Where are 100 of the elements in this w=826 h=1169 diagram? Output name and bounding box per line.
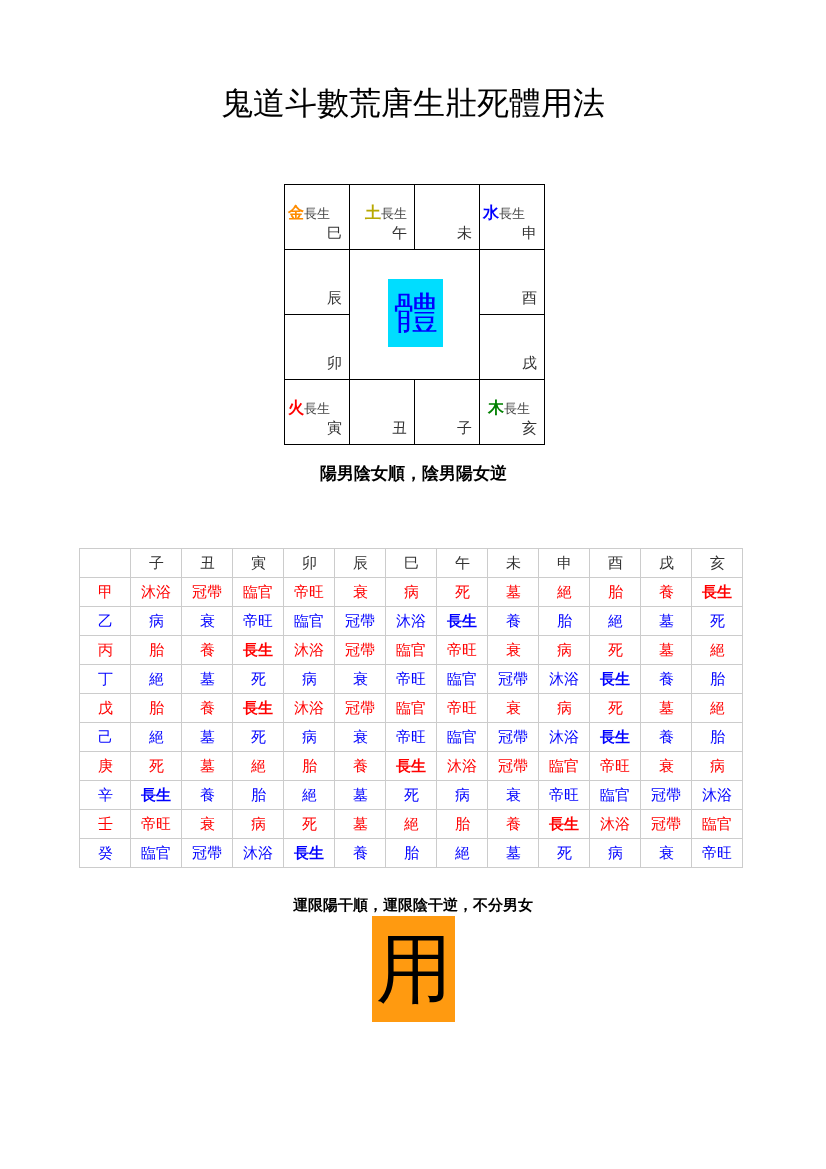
table-cell: 帝旺 xyxy=(589,751,641,781)
table-cell: 衰 xyxy=(640,838,692,868)
table-cell: 死 xyxy=(130,751,182,781)
column-header: 亥 xyxy=(691,548,743,578)
table-cell: 冠帶 xyxy=(487,664,539,694)
table-cell: 帝旺 xyxy=(385,664,437,694)
column-header: 戌 xyxy=(640,548,692,578)
table-cell: 胎 xyxy=(385,838,437,868)
row-header: 己 xyxy=(79,722,131,752)
table-cell: 養 xyxy=(181,780,233,810)
branch-label: 酉 xyxy=(522,289,537,308)
table-cell: 死 xyxy=(691,606,743,636)
table-cell: 養 xyxy=(181,635,233,665)
table-cell: 絕 xyxy=(130,722,182,752)
table-cell: 胎 xyxy=(283,751,335,781)
column-header: 酉 xyxy=(589,548,641,578)
table-cell: 病 xyxy=(283,722,335,752)
branch-label: 申 xyxy=(522,224,537,243)
table-cell: 帝旺 xyxy=(232,606,284,636)
row-header: 壬 xyxy=(79,809,131,839)
column-header: 子 xyxy=(130,548,182,578)
table-cell: 病 xyxy=(283,664,335,694)
branch-label: 丑 xyxy=(392,419,407,438)
table-cell: 衰 xyxy=(487,635,539,665)
element-label: 木 xyxy=(488,398,504,417)
table-cell: 病 xyxy=(538,693,590,723)
table-cell: 養 xyxy=(334,751,386,781)
table-cell: 冠帶 xyxy=(334,606,386,636)
table-cell: 病 xyxy=(130,606,182,636)
table-cell: 帝旺 xyxy=(691,838,743,868)
table-cell: 胎 xyxy=(538,606,590,636)
palace-cell xyxy=(479,379,545,445)
table-cell: 帝旺 xyxy=(283,577,335,607)
table-cell: 養 xyxy=(181,693,233,723)
table-cell: 帝旺 xyxy=(538,780,590,810)
caption: 陽男陰女順，陰男陽女逆 xyxy=(318,462,508,485)
table-cell: 長生 xyxy=(589,664,641,694)
element-label: 金 xyxy=(288,203,304,222)
branch-label: 亥 xyxy=(522,419,537,438)
table-cell: 病 xyxy=(232,809,284,839)
table-cell: 養 xyxy=(487,606,539,636)
table-cell: 死 xyxy=(589,693,641,723)
table-cell: 長生 xyxy=(589,722,641,752)
table-cell: 沐浴 xyxy=(283,635,335,665)
table-cell: 長生 xyxy=(385,751,437,781)
branch-label: 午 xyxy=(392,224,407,243)
table-cell: 沐浴 xyxy=(130,577,182,607)
table-cell: 絕 xyxy=(538,577,590,607)
table-cell: 臨官 xyxy=(385,693,437,723)
caption: 運限陽干順，運限陰干逆，不分男女 xyxy=(292,896,534,915)
table-cell: 胎 xyxy=(691,722,743,752)
table-cell: 衰 xyxy=(334,722,386,752)
palace-cell xyxy=(284,184,350,250)
character-box: 用 xyxy=(372,916,455,1022)
table-cell: 胎 xyxy=(691,664,743,694)
table-cell: 臨官 xyxy=(232,577,284,607)
table-cell: 墓 xyxy=(334,809,386,839)
table-cell: 絕 xyxy=(436,838,488,868)
table-cell: 胎 xyxy=(436,809,488,839)
column-header: 申 xyxy=(538,548,590,578)
table-cell: 沐浴 xyxy=(589,809,641,839)
table-cell: 沐浴 xyxy=(436,751,488,781)
table-cell: 死 xyxy=(232,664,284,694)
table-cell: 胎 xyxy=(232,780,284,810)
stage-label: 長生 xyxy=(304,206,330,221)
table-cell: 病 xyxy=(691,751,743,781)
table-cell: 衰 xyxy=(334,577,386,607)
table-cell: 胎 xyxy=(130,693,182,723)
table-cell: 墓 xyxy=(487,577,539,607)
table-cell: 冠帶 xyxy=(181,577,233,607)
branch-label: 寅 xyxy=(327,419,342,438)
row-header: 丙 xyxy=(79,635,131,665)
branch-label: 辰 xyxy=(327,289,342,308)
element-label: 火 xyxy=(288,398,304,417)
table-cell: 冠帶 xyxy=(334,635,386,665)
table-cell: 臨官 xyxy=(538,751,590,781)
table-cell: 衰 xyxy=(487,780,539,810)
table-cell: 絕 xyxy=(283,780,335,810)
table-cell: 臨官 xyxy=(436,722,488,752)
table-cell: 死 xyxy=(283,809,335,839)
table-cell: 長生 xyxy=(130,780,182,810)
table-cell: 絕 xyxy=(385,809,437,839)
row-header: 戊 xyxy=(79,693,131,723)
row-header: 乙 xyxy=(79,606,131,636)
table-cell: 養 xyxy=(640,664,692,694)
table-cell: 臨官 xyxy=(283,606,335,636)
table-cell: 胎 xyxy=(130,635,182,665)
table-cell: 墓 xyxy=(487,838,539,868)
table-cell: 冠帶 xyxy=(487,722,539,752)
row-header: 丁 xyxy=(79,664,131,694)
table-cell: 死 xyxy=(385,780,437,810)
table-cell: 絕 xyxy=(589,606,641,636)
branch-label: 卯 xyxy=(327,354,342,373)
table-cell: 帝旺 xyxy=(436,693,488,723)
table-cell: 冠帶 xyxy=(181,838,233,868)
table-cell: 絕 xyxy=(691,635,743,665)
row-header: 癸 xyxy=(79,838,131,868)
title: 鬼道斗數荒唐生壯死體用法 xyxy=(220,83,606,124)
table-cell: 長生 xyxy=(691,577,743,607)
table-cell: 墓 xyxy=(640,693,692,723)
